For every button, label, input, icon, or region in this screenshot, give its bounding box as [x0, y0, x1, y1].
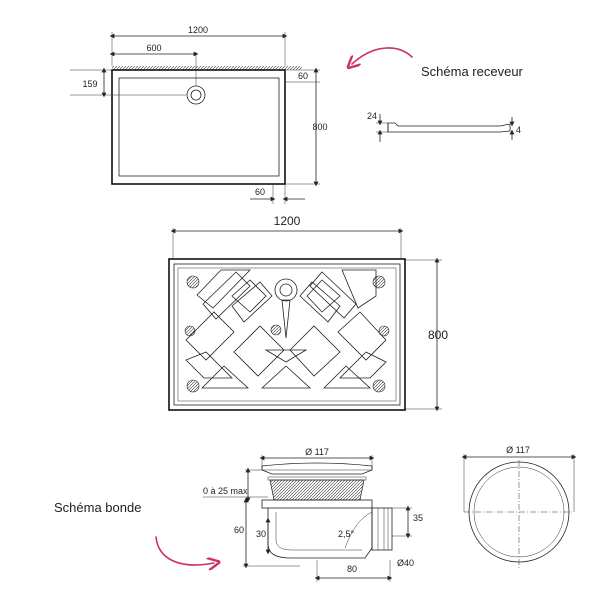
bonde-thread: [269, 479, 365, 501]
dim-800-underside: 800: [428, 328, 448, 342]
dim-1200-top: 1200: [188, 25, 208, 35]
bonde-outlet: [371, 507, 393, 551]
dim-24: 24: [367, 111, 377, 121]
curved-arrow-bonde: [155, 536, 214, 565]
profile-shape: [387, 122, 511, 133]
foot-bottom-right: [372, 379, 386, 393]
foot-top-right: [372, 275, 386, 289]
dim-adjust: 0 à 25 max: [203, 486, 248, 496]
drain-inner: [190, 89, 202, 101]
bonde-body: [267, 508, 373, 559]
dim-800-top: 800: [312, 122, 327, 132]
dim-bonde-diameter-side: Ø 117: [305, 447, 329, 457]
caption-receveur: Schéma receveur: [421, 64, 524, 79]
tray-outline: [111, 69, 286, 185]
foot-top-left: [186, 275, 200, 289]
dim-bonde-diameter-top: Ø 117: [506, 445, 530, 455]
dim-35: 35: [413, 513, 423, 523]
foot-bottom-left: [186, 379, 200, 393]
top-plan-view: 1200 600 159 60 800 60: [70, 25, 328, 204]
bonde-top-view: Ø 117: [461, 445, 577, 570]
dim-159: 159: [82, 79, 97, 89]
dim-600: 600: [146, 43, 161, 53]
bonde-side-view: Ø 117 0 à 25 max 60 30 2,5° 35: [203, 447, 423, 582]
profile-view: 24 4: [367, 111, 521, 142]
dim-60-bottom: 60: [255, 187, 265, 197]
dim-30-bonde: 30: [256, 529, 266, 539]
underside-view: 1200 800: [168, 214, 448, 412]
bonde-cover: [261, 462, 373, 475]
caption-bonde: Schéma bonde: [54, 500, 141, 515]
dim-80: 80: [347, 564, 357, 574]
underside-outline: [168, 258, 406, 411]
curved-arrow-receveur: [352, 47, 413, 64]
drain-circle: [186, 85, 206, 105]
dim-60-bonde: 60: [234, 525, 244, 535]
wall-hatch: [112, 66, 302, 70]
dim-1200-underside: 1200: [274, 214, 301, 228]
underside-drain: [274, 278, 298, 302]
tray-inner: [118, 77, 280, 177]
rib-pattern: [185, 269, 387, 389]
dim-slope: 2,5°: [338, 529, 355, 539]
dim-4: 4: [516, 125, 521, 135]
dim-60-top: 60: [298, 71, 308, 81]
dim-outlet-diameter: Ø40: [397, 558, 414, 568]
